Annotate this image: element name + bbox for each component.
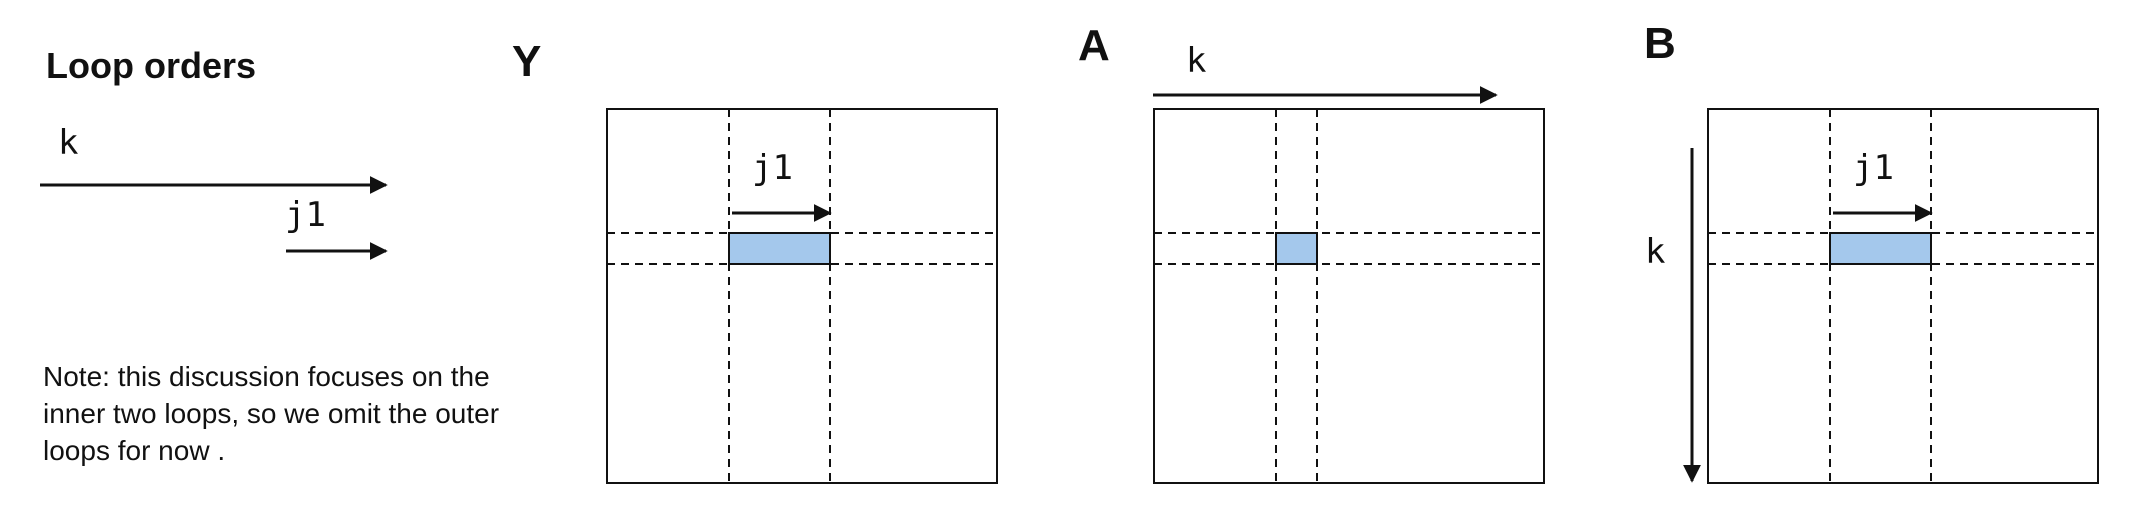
matrix-a-label: A bbox=[1078, 21, 1110, 70]
matrix-y-frame bbox=[606, 108, 998, 484]
inner-loop-label: j1 bbox=[285, 195, 326, 235]
matrix-b-label: B bbox=[1644, 19, 1676, 68]
matrix-a: A k bbox=[1078, 21, 1545, 484]
matrix-y: Y j1 bbox=[512, 37, 998, 484]
outer-loop-label: k bbox=[58, 123, 78, 163]
matrix-b: B k j1 bbox=[1644, 19, 2099, 484]
matrix-y-block bbox=[728, 232, 831, 265]
note-line-2: inner two loops, so we omit the outer bbox=[43, 398, 500, 429]
matrix-b-horizontal-arrow-label: j1 bbox=[1853, 148, 1894, 188]
matrix-b-frame bbox=[1707, 108, 2099, 484]
matrix-b-block bbox=[1829, 232, 1932, 265]
matrix-a-frame bbox=[1153, 108, 1545, 484]
note-line-3: loops for now . bbox=[43, 435, 226, 466]
matrix-a-arrow-label: k bbox=[1186, 41, 1206, 81]
matrix-y-label: Y bbox=[512, 37, 541, 86]
matrix-y-arrow-label: j1 bbox=[752, 148, 793, 188]
page-title: Loop orders bbox=[46, 45, 256, 86]
matrix-a-block bbox=[1275, 232, 1318, 265]
note-line-1: Note: this discussion focuses on the bbox=[43, 361, 490, 392]
matrix-b-vertical-arrow-label: k bbox=[1645, 232, 1665, 272]
note: Note: this discussion focuses on the inn… bbox=[43, 358, 563, 469]
